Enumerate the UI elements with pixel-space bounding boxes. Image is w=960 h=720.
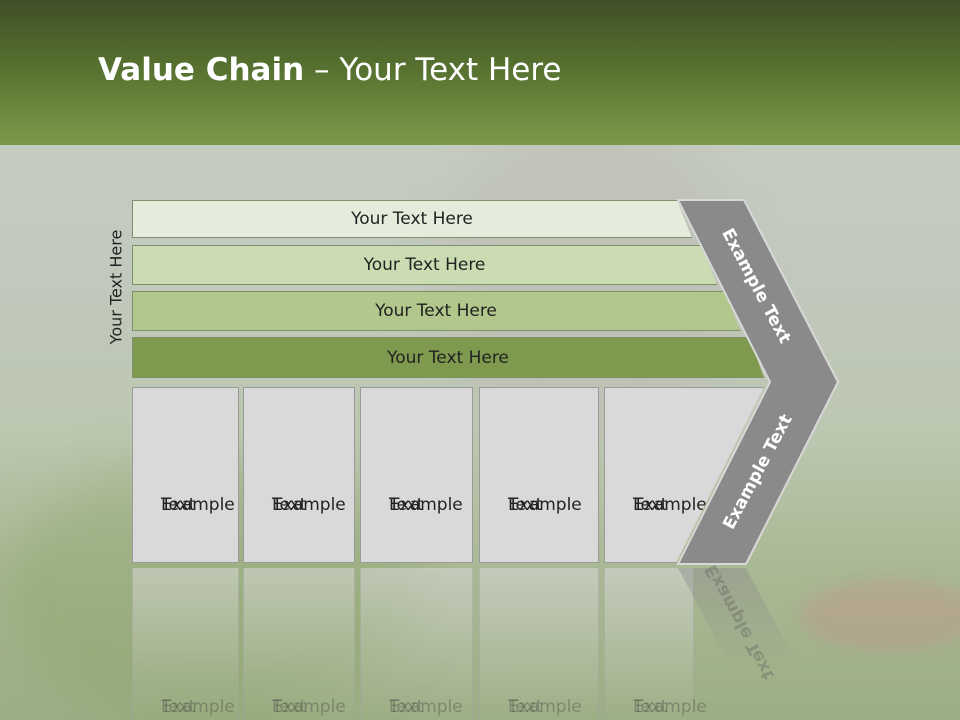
slide-title: Value Chain – Your Text Here xyxy=(98,52,561,88)
row-4-label: Your Text Here xyxy=(387,347,509,368)
row-1: Your Text Here xyxy=(132,200,692,238)
row-3-label: Your Text Here xyxy=(375,301,497,321)
photo-blanket xyxy=(800,580,960,650)
chevron-arrow xyxy=(676,199,840,565)
row-2: Your Text Here xyxy=(132,245,717,285)
title-rest: – Your Text Here xyxy=(304,52,562,88)
title-bold: Value Chain xyxy=(98,52,305,88)
row-2-label: Your Text Here xyxy=(363,255,486,275)
chevron-reflection xyxy=(678,568,800,670)
row-1-label: Your Text Here xyxy=(351,209,473,229)
row-3: Your Text Here xyxy=(132,291,740,331)
row-4: Your Text Here xyxy=(132,337,764,378)
title-bar: Value Chain – Your Text Here xyxy=(0,0,960,145)
